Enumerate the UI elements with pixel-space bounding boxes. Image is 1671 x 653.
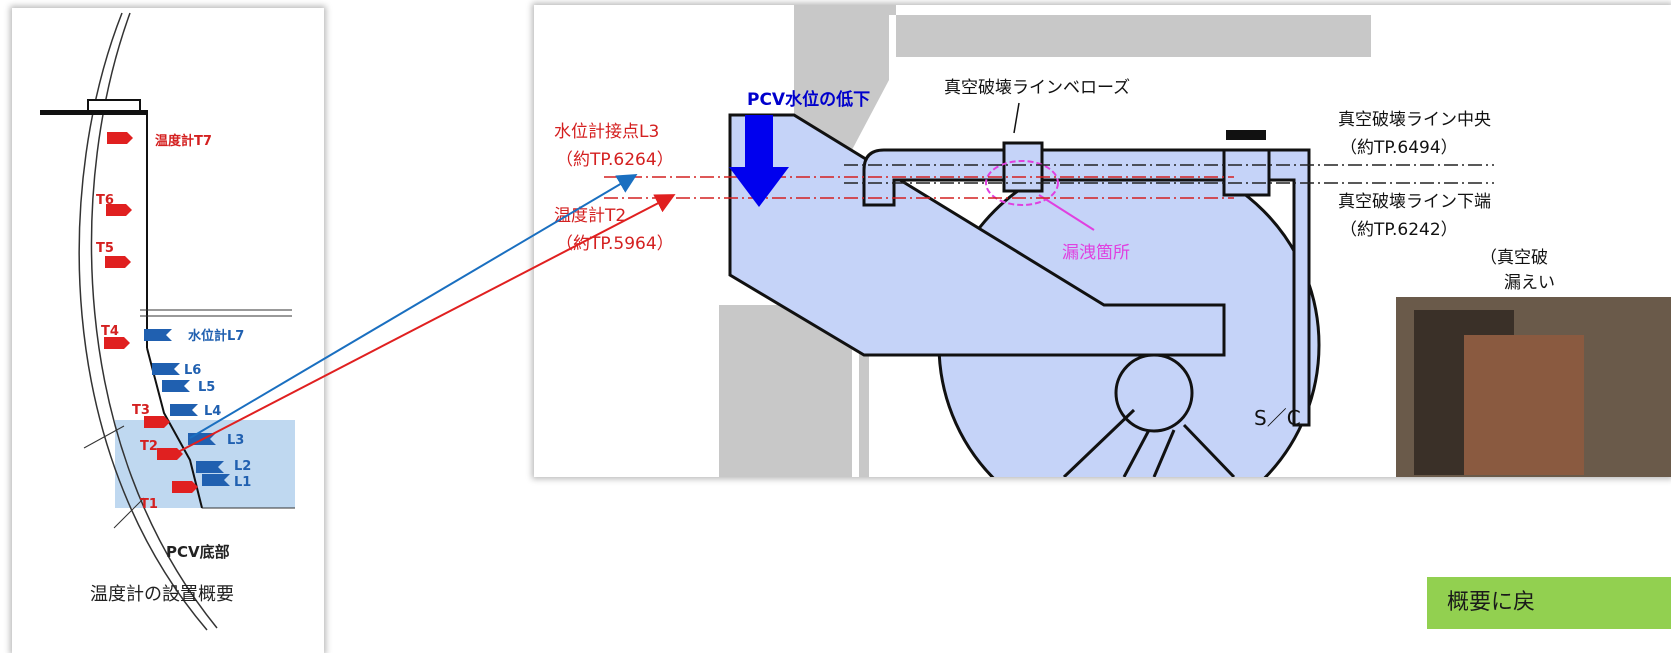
- l6-label: L6: [184, 363, 201, 378]
- l5-marker: [162, 380, 190, 392]
- l4-label: L4: [204, 404, 221, 419]
- vessel-inner-wall: [90, 12, 218, 629]
- vacuum-break-line-panel: PCV水位の低下 水位計接点L3 （約TP.6264） 温度計T2 （約TP.5…: [534, 5, 1671, 477]
- support-line: [113, 497, 145, 529]
- t6-label: T6: [96, 193, 114, 208]
- l3-tp-label: （約TP.6264）: [556, 150, 674, 170]
- sc-label: S／C: [1254, 406, 1301, 430]
- t6-marker: [106, 204, 132, 216]
- t5-marker: [105, 256, 131, 268]
- bellows-box: [1002, 141, 1044, 193]
- line-center-label: 真空破壊ライン中央: [1338, 110, 1491, 130]
- line-center-tp-label: （約TP.6494）: [1340, 138, 1458, 158]
- l3-contact-label: 水位計接点L3: [554, 122, 659, 142]
- support-line: [83, 425, 125, 449]
- t3-marker: [144, 416, 170, 428]
- leak-point-label: 漏洩箇所: [1062, 243, 1130, 263]
- photo-caption-line2: 漏えい: [1504, 273, 1555, 293]
- thermometer-diagram: 温度計T7 T6 T5 T4 T3 T2 T1 水位計L7 L6 L5 L4 L…: [40, 12, 295, 631]
- bellows-pointer: [1013, 102, 1020, 134]
- water-drop-arrow: [729, 115, 789, 207]
- pcv-bottom-label: PCV底部: [166, 543, 230, 561]
- sensor-pipe-lower: [146, 347, 203, 509]
- t2-tp-label: （約TP.5964）: [556, 234, 674, 254]
- vacuum-break-diagram: PCV水位の低下 水位計接点L3 （約TP.6264） 温度計T2 （約TP.5…: [554, 5, 1671, 477]
- back-to-overview-button[interactable]: 概要に戻: [1427, 577, 1671, 629]
- l3-label: L3: [227, 433, 244, 448]
- photo-caption-line1: （真空破: [1480, 248, 1548, 268]
- l5-label: L5: [198, 380, 215, 395]
- t1-marker: [172, 481, 198, 493]
- lower-concrete: [719, 305, 852, 477]
- leak-pointer: [1038, 194, 1095, 231]
- t2-marker: [157, 448, 183, 460]
- support-strut: [1122, 429, 1151, 477]
- upper-concrete: [896, 15, 1371, 57]
- flange-bar: [40, 110, 148, 115]
- line-bottom-label: 真空破壊ライン下端: [1338, 192, 1491, 212]
- temperature-markers: [104, 132, 198, 493]
- l2-label: L2: [234, 459, 251, 474]
- l1-label: L1: [234, 475, 251, 490]
- vessel-outer-wall: [78, 12, 208, 631]
- t2-label: 温度計T2: [554, 206, 626, 226]
- l7-marker: [144, 329, 172, 341]
- t3-label: T3: [132, 403, 150, 418]
- support-strut: [1152, 429, 1176, 477]
- t7-marker: [107, 132, 133, 144]
- t2-label: T2: [140, 439, 158, 454]
- t4-marker: [104, 337, 130, 349]
- l6-marker: [152, 363, 180, 375]
- inner-pipe-section: [1114, 353, 1194, 433]
- vent-pipe: [728, 113, 1226, 357]
- photo-detail: [1464, 335, 1584, 475]
- line-bottom-tp-label: （約TP.6242）: [1340, 220, 1458, 240]
- l1-marker: [202, 474, 230, 486]
- pcv-level-drop-label: PCV水位の低下: [747, 89, 870, 110]
- support-strut: [1182, 423, 1236, 477]
- valve-body: [1222, 148, 1271, 197]
- concrete-pillar: [859, 305, 869, 477]
- valve-cap: [1226, 130, 1266, 140]
- diagram-caption: 温度計の設置概要: [90, 584, 234, 605]
- support-strut: [1062, 408, 1136, 477]
- t4-label: T4: [101, 324, 119, 339]
- t5-label: T5: [96, 241, 114, 256]
- downcomer: [1267, 148, 1311, 427]
- leak-cloud: [985, 160, 1059, 206]
- l2-marker: [196, 461, 224, 473]
- t1-label: T1: [140, 497, 158, 512]
- t7-label: 温度計T7: [155, 133, 212, 149]
- l7-label: 水位計L7: [188, 328, 244, 344]
- thermometer-overview-panel: 温度計T7 T6 T5 T4 T3 T2 T1 水位計L7 L6 L5 L4 L…: [12, 8, 324, 653]
- l4-marker: [170, 404, 198, 416]
- bellows-label: 真空破壊ラインベローズ: [944, 78, 1130, 98]
